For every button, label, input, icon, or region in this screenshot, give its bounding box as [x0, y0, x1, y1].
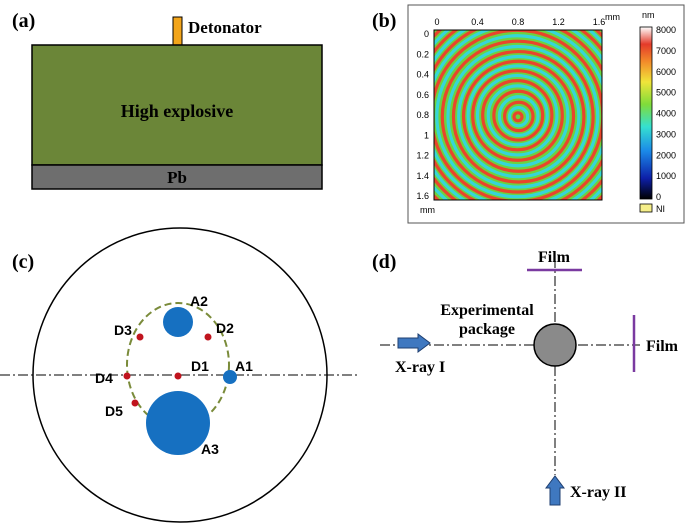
label-d3: D3 — [114, 322, 132, 338]
x-tick-label: 0.8 — [512, 17, 525, 27]
panel-c: (c) D1 D2 D3 D4 D5 A1 A2 A3 — [0, 227, 357, 523]
colorbar-tick-label: 7000 — [656, 46, 676, 56]
xray-ii-arrow-icon — [545, 475, 565, 506]
package-label-line2: package — [459, 321, 515, 338]
colorbar-tick-label: 5000 — [656, 88, 676, 98]
pb-plate — [31, 164, 323, 190]
colorbar-ni-swatch — [639, 203, 653, 213]
y-tick-label: 0.4 — [416, 70, 429, 80]
high-explosive-block — [31, 44, 323, 166]
label-d4: D4 — [95, 370, 113, 386]
point-d5 — [131, 399, 139, 407]
panel-d: (d) Film Film Experimental package X-ray… — [372, 249, 679, 506]
label-d1: D1 — [191, 358, 209, 374]
colorbar-ni-label: NI — [656, 204, 665, 214]
colorbar-tick-label: 4000 — [656, 109, 676, 119]
y-tick-label: 0.8 — [416, 110, 429, 120]
label-a2: A2 — [190, 293, 208, 309]
fringe-ring — [502, 100, 535, 133]
fringe-ring — [512, 111, 524, 123]
x-tick-label: 0.4 — [471, 17, 484, 27]
xray-i-arrow-icon — [397, 333, 431, 353]
area-a1 — [223, 370, 237, 384]
experimental-package — [533, 323, 577, 367]
xray-i-label: X-ray I — [395, 359, 445, 376]
x-unit-label: mm — [605, 12, 620, 22]
point-d1 — [174, 372, 182, 380]
y-tick-label: 0.6 — [416, 90, 429, 100]
fringe-ring — [440, 39, 595, 194]
colorbar-unit: nm — [642, 10, 655, 20]
area-a3 — [146, 391, 210, 455]
fringe-ring — [497, 95, 540, 137]
fringe-map — [434, 30, 602, 200]
panel-d-label: (d) — [372, 251, 396, 273]
fringe-ring — [446, 44, 591, 189]
point-d3 — [136, 333, 144, 341]
fringe-ring — [435, 34, 600, 199]
y-tick-label: 1.6 — [416, 191, 429, 201]
point-d4 — [123, 372, 131, 380]
colorbar-tick-label: 1000 — [656, 171, 676, 181]
film-top-label: Film — [538, 249, 571, 266]
y-tick-label: 0 — [424, 29, 429, 39]
y-tick-labels: 0 0.2 0.4 0.6 0.8 1 1.2 1.4 1.6 — [416, 29, 429, 201]
y-tick-label: 1.2 — [416, 151, 429, 161]
x-tick-label: 1.6 — [593, 17, 606, 27]
fringe-ring — [457, 54, 581, 179]
fringe-ring — [481, 79, 554, 152]
panel-b: (b) 0 0.4 0.8 1.2 1.6 0 0.2 0.4 0.6 0.8 1 1.2 1.4 1.… — [372, 4, 685, 224]
y-unit-label: mm — [420, 205, 435, 215]
fringe-ring — [507, 106, 530, 128]
y-tick-label: 0.2 — [416, 49, 429, 59]
x-tick-label: 1.2 — [552, 17, 565, 27]
y-tick-label: 1.4 — [416, 171, 429, 181]
label-d2: D2 — [216, 320, 234, 336]
panel-a-label: (a) — [12, 10, 35, 32]
colorbar-tick-label: 2000 — [656, 150, 676, 160]
map-border — [433, 29, 603, 201]
fringe-ring — [461, 59, 576, 173]
colorbar-tick-label: 0 — [656, 192, 661, 202]
fringe-ring — [475, 73, 559, 157]
colorbar-tick-labels: 8000 7000 6000 5000 4000 3000 2000 1000 0 — [656, 25, 676, 202]
fringe-ring — [466, 64, 570, 168]
xray-ii-label: X-ray II — [570, 484, 626, 501]
x-tick-labels: 0 0.4 0.8 1.2 1.6 — [434, 17, 605, 27]
fringe-ring — [451, 49, 586, 184]
fringe-ring — [486, 84, 549, 147]
label-d5: D5 — [105, 403, 123, 419]
film-right-label: Film — [646, 338, 679, 355]
package-label-line1: Experimental — [440, 302, 534, 319]
fringe-ring — [471, 69, 564, 162]
panel-b-label: (b) — [372, 10, 396, 32]
label-a1: A1 — [235, 358, 253, 374]
x-tick-label: 0 — [434, 17, 439, 27]
point-d2 — [204, 333, 212, 341]
detonator — [172, 16, 183, 46]
panel-c-label: (c) — [12, 251, 34, 273]
y-tick-label: 1 — [424, 130, 429, 140]
colorbar — [639, 26, 653, 200]
pb-label: Pb — [167, 168, 187, 187]
panel-a: (a) Detonator High explosive Pb — [12, 10, 323, 190]
colorbar-tick-label: 3000 — [656, 129, 676, 139]
label-a3: A3 — [201, 441, 219, 457]
detonator-label: Detonator — [188, 18, 262, 37]
colorbar-tick-label: 8000 — [656, 25, 676, 35]
colorbar-tick-label: 6000 — [656, 67, 676, 77]
area-a2 — [163, 307, 193, 337]
fringe-ring — [492, 89, 545, 142]
high-explosive-label: High explosive — [121, 101, 234, 121]
